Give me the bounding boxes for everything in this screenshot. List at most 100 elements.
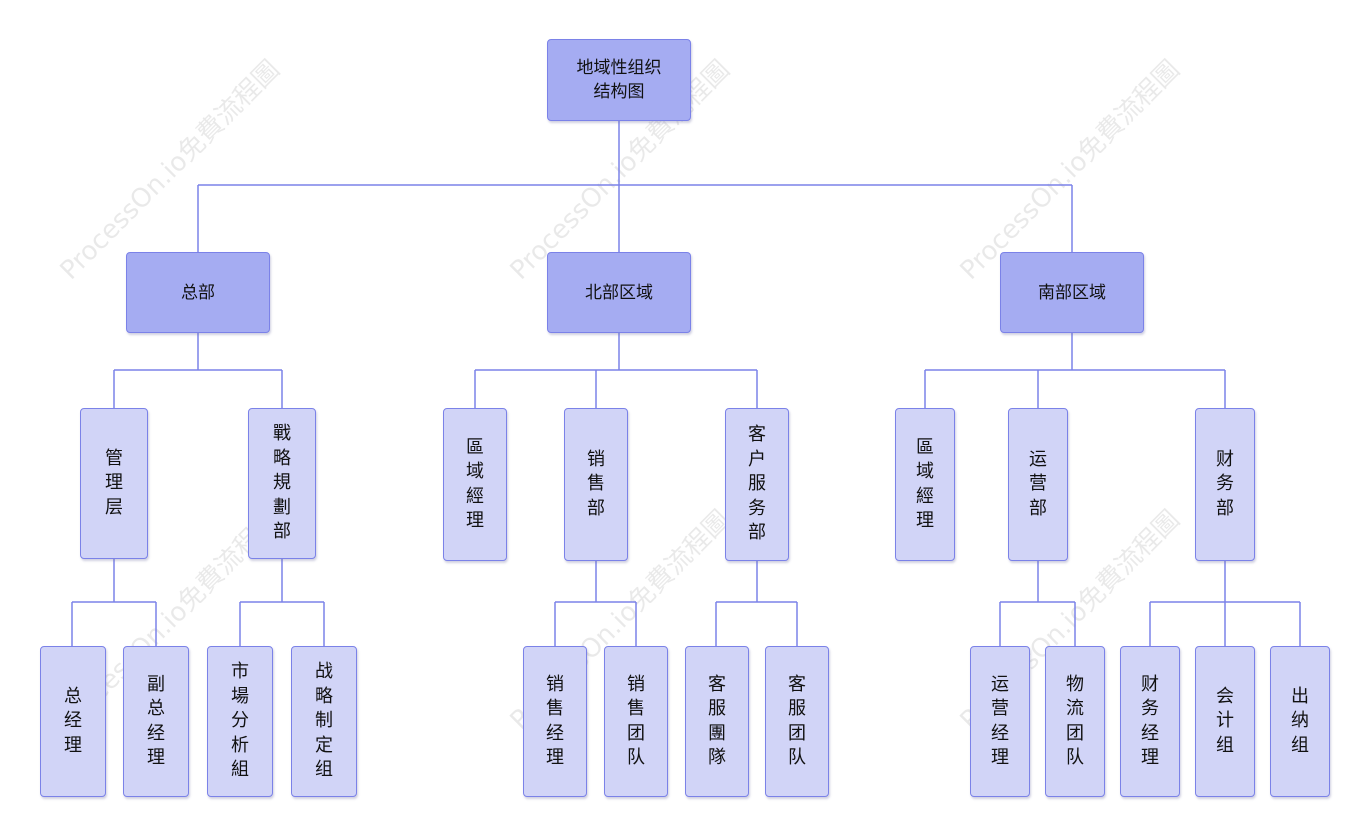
node-deputy-gm-label: 副总经理 xyxy=(147,673,165,771)
label-char: 理 xyxy=(466,510,484,531)
label-char: 管 xyxy=(105,447,123,469)
root-title-line-2: 结构图 xyxy=(593,82,645,102)
node-south-region[interactable]: 南部区域 xyxy=(1000,252,1144,333)
node-north-customer-service-label: 客户服务部 xyxy=(748,423,766,546)
label-char: 户 xyxy=(748,448,766,470)
node-sales-team[interactable]: 销售团队 xyxy=(604,646,668,797)
node-management[interactable]: 管理层 xyxy=(80,408,148,559)
node-general-manager[interactable]: 总经理 xyxy=(40,646,106,797)
label-char: 务 xyxy=(1141,698,1159,719)
label-char: 理 xyxy=(105,472,123,494)
label-char: 组 xyxy=(315,759,333,781)
node-sales-manager[interactable]: 销售经理 xyxy=(523,646,587,797)
label-char: 隊 xyxy=(708,747,726,768)
label-char: 組 xyxy=(231,759,249,781)
label-char: 規 xyxy=(273,472,291,494)
label-char: 劃 xyxy=(273,496,291,518)
node-cs-team-label: 客服团队 xyxy=(788,673,806,771)
root-title-line-1: 地域性组织 xyxy=(576,58,662,78)
label-char: 服 xyxy=(708,698,726,719)
label-char: 运 xyxy=(991,673,1009,695)
label-char: 定 xyxy=(315,734,333,756)
node-north-region[interactable]: 北部区域 xyxy=(547,252,691,333)
node-south-operations[interactable]: 运营部 xyxy=(1008,408,1068,561)
label-char: 物 xyxy=(1066,673,1084,695)
node-finance-manager[interactable]: 财务经理 xyxy=(1120,646,1180,797)
label-char: 市 xyxy=(231,661,249,683)
label-char: 區 xyxy=(916,436,934,458)
label-char: 理 xyxy=(1141,747,1159,768)
label-char: 营 xyxy=(991,698,1009,719)
node-south-operations-label: 运营部 xyxy=(1029,448,1047,522)
node-cs-team-traditional[interactable]: 客服團隊 xyxy=(685,646,749,797)
label-char: 理 xyxy=(64,734,82,756)
label-char: 部 xyxy=(587,497,605,519)
label-char: 分 xyxy=(231,710,249,732)
node-general-manager-label: 总经理 xyxy=(64,685,82,759)
node-logistics-team[interactable]: 物流团队 xyxy=(1045,646,1105,797)
node-deputy-gm[interactable]: 副总经理 xyxy=(123,646,189,797)
node-south-regional-manager[interactable]: 區域經理 xyxy=(895,408,955,561)
label-char: 计 xyxy=(1216,710,1234,732)
label-char: 部 xyxy=(748,522,766,544)
label-char: 队 xyxy=(788,747,806,768)
label-char: 财 xyxy=(1141,673,1159,695)
node-north-customer-service[interactable]: 客户服务部 xyxy=(725,408,789,561)
label-char: 层 xyxy=(105,496,123,518)
node-ops-manager-label: 运营经理 xyxy=(991,673,1009,771)
node-cashier-team-label: 出纳组 xyxy=(1291,685,1309,759)
label-char: 经 xyxy=(1141,722,1159,744)
label-char: 营 xyxy=(1029,473,1047,495)
node-ops-manager[interactable]: 运营经理 xyxy=(970,646,1030,797)
label-char: 队 xyxy=(627,747,645,768)
root-node[interactable]: 地域性组织 结构图 xyxy=(547,39,691,121)
label-char: 经 xyxy=(546,722,564,744)
node-market-analysis[interactable]: 市場分析組 xyxy=(207,646,273,797)
label-char: 服 xyxy=(748,473,766,495)
label-char: 服 xyxy=(788,698,806,719)
label-char: 经 xyxy=(64,710,82,732)
node-logistics-team-label: 物流团队 xyxy=(1066,673,1084,771)
label-char: 经 xyxy=(991,722,1009,744)
node-hq[interactable]: 总部 xyxy=(126,252,270,333)
node-north-regional-manager[interactable]: 區域經理 xyxy=(443,408,507,561)
node-finance-manager-label: 财务经理 xyxy=(1141,673,1159,771)
label-char: 流 xyxy=(1066,698,1084,719)
node-sales-manager-label: 销售经理 xyxy=(546,673,564,771)
label-char: 析 xyxy=(231,734,249,756)
node-north-sales-label: 销售部 xyxy=(587,448,605,522)
label-char: 場 xyxy=(231,685,249,707)
node-north-sales[interactable]: 销售部 xyxy=(564,408,628,561)
label-char: 纳 xyxy=(1291,710,1309,732)
label-char: 戰 xyxy=(273,423,291,445)
label-char: 理 xyxy=(546,747,564,768)
label-char: 销 xyxy=(587,448,605,470)
label-char: 經 xyxy=(916,485,934,507)
label-char: 團 xyxy=(708,722,726,744)
node-accounting-team[interactable]: 会计组 xyxy=(1195,646,1255,797)
label-char: 部 xyxy=(1029,497,1047,519)
label-char: 副 xyxy=(147,673,165,695)
label-char: 客 xyxy=(708,673,726,695)
label-char: 售 xyxy=(546,698,564,719)
node-south-region-label: 南部区域 xyxy=(1038,282,1106,303)
label-char: 理 xyxy=(916,510,934,531)
node-cashier-team[interactable]: 出纳组 xyxy=(1270,646,1330,797)
label-char: 团 xyxy=(627,722,645,744)
label-char: 售 xyxy=(587,473,605,495)
node-strategy-team[interactable]: 战略制定组 xyxy=(291,646,357,797)
label-char: 售 xyxy=(627,698,645,719)
node-market-analysis-label: 市場分析組 xyxy=(231,660,249,783)
node-strategy-dept[interactable]: 戰略規劃部 xyxy=(248,408,316,559)
node-management-label: 管理层 xyxy=(105,447,123,521)
label-char: 队 xyxy=(1066,747,1084,768)
label-char: 制 xyxy=(315,710,333,732)
node-cs-team[interactable]: 客服团队 xyxy=(765,646,829,797)
label-char: 销 xyxy=(627,673,645,695)
label-char: 區 xyxy=(466,436,484,458)
label-char: 组 xyxy=(1291,734,1309,756)
node-south-regional-manager-label: 區域經理 xyxy=(916,436,934,534)
node-south-finance[interactable]: 财务部 xyxy=(1195,408,1255,561)
label-char: 略 xyxy=(273,447,291,469)
